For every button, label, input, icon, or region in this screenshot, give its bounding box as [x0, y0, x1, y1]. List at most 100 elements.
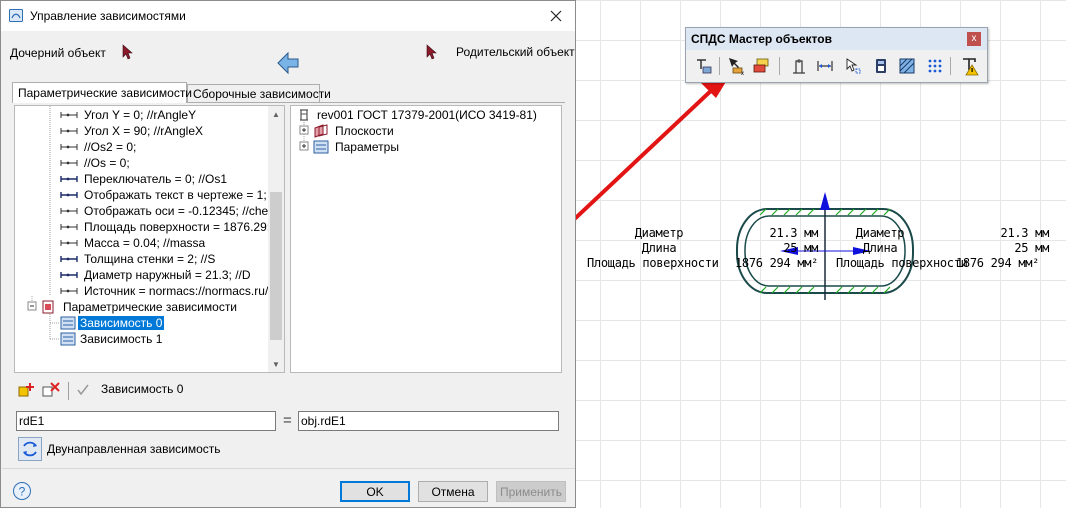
pipe-object-icon: [300, 109, 308, 121]
tree-param-label: Толщина стенки = 2; //S: [84, 252, 216, 266]
dependency-toolbar: [16, 379, 563, 404]
equals-sign: =: [283, 412, 292, 429]
tree-param-label: Переключатель = 0; //Os1: [84, 172, 228, 186]
inner-label-surface-area: Площадь поверхности: [836, 256, 968, 270]
tree-param-label: Диаметр наружный = 21.3; //D: [84, 268, 251, 282]
apply-button[interactable]: Применить: [496, 481, 566, 502]
add-dependency-button[interactable]: [16, 379, 38, 401]
pick-cursor-icon: [426, 44, 437, 60]
link-direction-arrow[interactable]: [277, 50, 299, 79]
parameter-icon: [60, 240, 78, 246]
layers-icon[interactable]: [750, 55, 772, 77]
parameter-icon: [60, 112, 78, 118]
help-button[interactable]: ?: [12, 481, 32, 504]
scrollbar-thumb[interactable]: [270, 192, 282, 340]
dimension-icon[interactable]: [814, 55, 836, 77]
parameter-icon: [60, 288, 78, 294]
dependency-manager-dialog: Управление зависимостями Дочерний объект…: [0, 0, 576, 508]
parent-object-tree[interactable]: rev001 ГОСТ 17379-2001(ИСО 3419-81) Плос…: [290, 105, 562, 373]
select-cursor-icon[interactable]: [842, 55, 864, 77]
dependency-name-field[interactable]: Зависимость 0: [98, 379, 560, 401]
child-object-pick-button[interactable]: [122, 44, 134, 63]
tree-param-item[interactable]: Угол X = 90; //rAngleX: [60, 123, 205, 139]
spds-object-master-toolbar: СПДС Мастер объектов x x: [685, 27, 988, 83]
tree-param-item[interactable]: Источник = normacs://normacs.ru/98E: [60, 283, 285, 299]
left-label-surface-area: Площадь поверхности: [587, 256, 719, 270]
pick-cursor-icon: [122, 44, 133, 60]
text-field-icon[interactable]: [692, 55, 714, 77]
parameter-icon: [60, 224, 78, 230]
hatch-icon[interactable]: [896, 55, 918, 77]
dialog-titlebar[interactable]: Управление зависимостями: [1, 1, 575, 31]
grid-array-icon[interactable]: [924, 55, 946, 77]
tree-param-item[interactable]: //Os2 = 0;: [60, 139, 138, 155]
close-icon: [550, 10, 562, 22]
database-icon[interactable]: [870, 55, 892, 77]
svg-text:x: x: [740, 69, 745, 76]
parameter-icon: [60, 128, 78, 134]
tree-param-label: Угол Y = 0; //rAngleY: [84, 108, 197, 122]
delete-dependency-button[interactable]: [40, 379, 62, 401]
apply-check-button[interactable]: [72, 379, 94, 401]
tree-param-item[interactable]: Диаметр наружный = 21.3; //D: [60, 267, 253, 283]
tree-param-label: Отображать оси = -0.12345; //checkA: [84, 204, 285, 218]
right-expression-input[interactable]: [298, 411, 559, 431]
tree-param-item[interactable]: //Os = 0;: [60, 155, 132, 171]
parent-object-pick-button[interactable]: [426, 44, 438, 63]
dialog-title: Управление зависимостями: [30, 9, 186, 23]
inner-label-diameter: Диаметр: [855, 226, 905, 240]
check-icon: [77, 384, 89, 396]
tree-param-label: Отображать текст в чертеже = 1; //sh: [84, 188, 285, 202]
dialog-close-button[interactable]: [543, 4, 569, 28]
tree-param-label: //Os = 0;: [84, 156, 130, 170]
left-tree-scrollbar[interactable]: ▲ ▼: [268, 106, 284, 372]
tree-param-item[interactable]: Масса = 0.04; //massa: [60, 235, 207, 251]
tree-param-item[interactable]: Угол Y = 0; //rAngleY: [60, 107, 198, 123]
cancel-button[interactable]: Отмена: [418, 481, 488, 502]
help-icon: ?: [13, 482, 31, 500]
tree-node-planes[interactable]: Плоскости: [313, 123, 396, 139]
scroll-up-icon[interactable]: ▲: [272, 109, 280, 119]
pipe-outer-outline: [736, 208, 914, 294]
tree-param-label: //Os2 = 0;: [84, 140, 137, 154]
left-label-diameter: Диаметр: [634, 226, 684, 240]
dependency-icon: [60, 316, 76, 330]
warning-check-icon[interactable]: [959, 55, 981, 77]
pipe-hatch-bottom: [759, 286, 891, 294]
spds-toolbar-close-button[interactable]: x: [967, 32, 981, 46]
tree-param-item[interactable]: Отображать оси = -0.12345; //checkA: [60, 203, 285, 219]
parametric-dependencies-icon[interactable]: x: [726, 55, 748, 77]
tree-group-parametric-dependencies[interactable]: Параметрические зависимости: [40, 299, 239, 315]
inner-label-length: Длина: [862, 241, 898, 255]
pipe-hatch-top: [759, 208, 891, 216]
tree-param-item[interactable]: Площадь поверхности = 1876.29; //S: [60, 219, 285, 235]
bidirectional-label: Двунаправленная зависимость: [47, 442, 221, 456]
bidirectional-toggle-button[interactable]: [18, 437, 42, 461]
tree-param-item[interactable]: Отображать текст в чертеже = 1; //sh: [60, 187, 285, 203]
tree-param-item[interactable]: Переключатель = 0; //Os1: [60, 171, 229, 187]
tree-node-parameters[interactable]: Параметры: [313, 139, 401, 155]
ok-button[interactable]: OK: [340, 481, 410, 502]
dependency-icon: [60, 332, 76, 346]
tab-parametric-dependencies[interactable]: Параметрические зависимости: [12, 82, 192, 103]
inner-value-surface-area: 1876 294 мм²: [735, 256, 819, 270]
parameter-icon: [60, 208, 78, 214]
axis-arrow-right: [853, 247, 871, 255]
tree-param-label: Площадь поверхности = 1876.29; //S: [84, 220, 285, 234]
tree-root-object[interactable]: rev001 ГОСТ 17379-2001(ИСО 3419-81): [297, 107, 539, 123]
scroll-down-icon[interactable]: ▼: [272, 359, 280, 369]
add-dependency-icon: [18, 383, 34, 397]
tree-dependency-item-0[interactable]: Зависимость 0: [60, 315, 165, 331]
inner-value-diameter: 21.3 мм: [769, 226, 819, 240]
tab-assembly-dependencies[interactable]: Сборочные зависимости: [187, 84, 331, 102]
tree-param-label: Источник = normacs://normacs.ru/98E: [84, 284, 285, 298]
tree-dependency-item-1[interactable]: Зависимость 1: [60, 331, 164, 347]
tree-param-item[interactable]: Толщина стенки = 2; //S: [60, 251, 217, 267]
right-value-surface-area: 1876 294 мм²: [956, 256, 1040, 270]
tree-connector-lines: [27, 106, 60, 340]
svg-text:?: ?: [19, 485, 26, 499]
reference-point-icon[interactable]: [788, 55, 810, 77]
spds-toolbar-titlebar[interactable]: СПДС Мастер объектов x: [686, 28, 987, 50]
left-expression-input[interactable]: [16, 411, 276, 431]
child-object-tree[interactable]: Угол Y = 0; //rAngleY Угол X = 90; //rAn…: [14, 105, 285, 373]
